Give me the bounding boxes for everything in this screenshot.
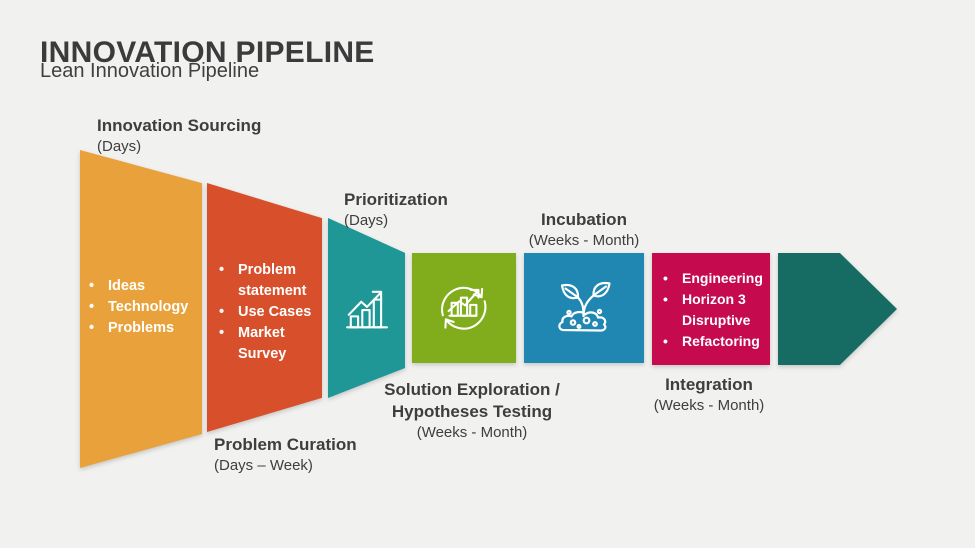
stage-duration: (Weeks - Month) bbox=[416, 424, 528, 441]
stage-label-line2: Hypotheses Testing bbox=[391, 402, 553, 421]
label-integration: Integration (Weeks - Month) bbox=[645, 374, 773, 416]
sprout-icon bbox=[558, 281, 611, 332]
stage-shape-innovation-sourcing: Ideas Technology Problems bbox=[80, 150, 202, 468]
bullet-item: Ideas bbox=[88, 276, 192, 297]
stage-label: Problem Curation bbox=[214, 435, 357, 454]
page-title: INNOVATION PIPELINE bbox=[40, 36, 375, 70]
funnel-stage-prioritization bbox=[328, 218, 405, 398]
bar-growth-icon bbox=[345, 290, 388, 329]
label-incubation: Incubation (Weeks - Month) bbox=[508, 209, 660, 251]
bullet-item: Refactoring bbox=[662, 331, 764, 352]
funnel-stage-solution-exploration bbox=[412, 253, 516, 363]
stage-label: Integration bbox=[665, 375, 753, 394]
funnel-stage-innovation-sourcing: Ideas Technology Problems bbox=[80, 150, 202, 468]
stage-duration: (Days – Week) bbox=[214, 457, 313, 474]
stage-duration: (Weeks - Month) bbox=[653, 397, 765, 414]
flow-arrow-shape bbox=[778, 253, 897, 365]
integration-bullet-list: Engineering Horizon 3 Disruptive Refacto… bbox=[662, 268, 764, 352]
stage-duration: (Weeks - Month) bbox=[528, 232, 640, 249]
label-prioritization: Prioritization (Days) bbox=[344, 189, 448, 231]
bullet-item: Problem statement bbox=[218, 260, 314, 302]
bullet-item: Market Survey bbox=[218, 323, 314, 365]
flow-arrow bbox=[778, 253, 897, 365]
funnel-stage-integration: Engineering Horizon 3 Disruptive Refacto… bbox=[652, 253, 770, 365]
bullet-item: Problems bbox=[88, 318, 192, 339]
stage-duration: (Days) bbox=[97, 138, 142, 155]
funnel-stage-problem-curation: Problem statement Use Cases Market Surve… bbox=[207, 183, 322, 432]
stage-shape-solution-exploration bbox=[412, 253, 516, 363]
problem-curation-bullet-list: Problem statement Use Cases Market Surve… bbox=[218, 260, 314, 365]
cycle-chart-icon bbox=[441, 286, 487, 330]
stage-label-line1: Solution Exploration / bbox=[384, 380, 560, 399]
label-problem-curation: Problem Curation (Days – Week) bbox=[214, 434, 357, 476]
label-innovation-sourcing: Innovation Sourcing (Days) bbox=[97, 115, 261, 157]
stage-label: Prioritization bbox=[344, 190, 448, 209]
page-subtitle: Lean Innovation Pipeline bbox=[40, 60, 260, 82]
label-solution-exploration: Solution Exploration / Hypotheses Testin… bbox=[374, 379, 570, 443]
bullet-item: Engineering bbox=[662, 268, 764, 289]
bullet-item: Technology bbox=[88, 297, 192, 318]
bullet-item: Horizon 3 Disruptive bbox=[662, 289, 764, 331]
stage-shape-problem-curation: Problem statement Use Cases Market Surve… bbox=[207, 183, 322, 432]
stage-shape-integration: Engineering Horizon 3 Disruptive Refacto… bbox=[652, 253, 770, 365]
stage-shape-incubation bbox=[524, 253, 644, 363]
stage-label: Incubation bbox=[541, 210, 627, 229]
funnel-stage-incubation bbox=[524, 253, 644, 363]
bullet-item: Use Cases bbox=[218, 302, 314, 323]
innovation-sourcing-bullet-list: Ideas Technology Problems bbox=[88, 276, 192, 339]
stage-duration: (Days) bbox=[344, 212, 389, 229]
stage-label: Innovation Sourcing bbox=[97, 116, 262, 135]
stage-shape-prioritization bbox=[328, 218, 405, 398]
